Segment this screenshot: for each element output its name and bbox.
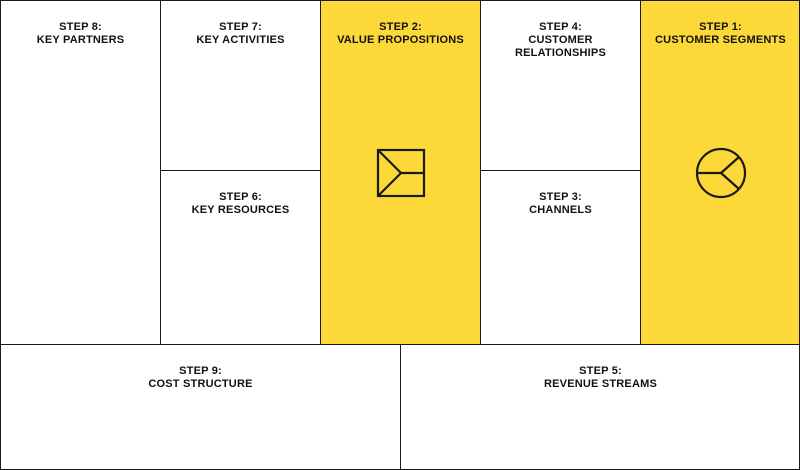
block-title: REVENUE STREAMS: [543, 378, 658, 390]
block-title: VALUE PROPOSITIONS: [337, 34, 464, 46]
block-key-resources: STEP 6: KEY RESOURCES: [160, 170, 320, 344]
block-title: COST STRUCTURE: [148, 378, 253, 390]
block-channels: STEP 3: CHANNELS: [480, 170, 640, 344]
pie-chart-icon: [695, 147, 746, 198]
step-number: STEP 3:: [539, 191, 582, 203]
block-label: STEP 2: VALUE PROPOSITIONS: [321, 21, 480, 47]
block-key-activities: STEP 7: KEY ACTIVITIES: [160, 0, 320, 170]
block-title: KEY PARTNERS: [36, 34, 125, 46]
block-label: STEP 9: COST STRUCTURE: [1, 365, 400, 391]
canvas-border-bottom: [0, 468, 800, 470]
block-title: KEY RESOURCES: [191, 204, 290, 216]
block-label: STEP 1: CUSTOMER SEGMENTS: [641, 21, 800, 47]
block-title: RELATIONSHIPS: [514, 47, 606, 59]
block-customer-segments: STEP 1: CUSTOMER SEGMENTS: [640, 0, 800, 344]
block-title: KEY ACTIVITIES: [196, 34, 285, 46]
block-title: CHANNELS: [529, 204, 592, 216]
block-label: STEP 4: CUSTOMER RELATIONSHIPS: [481, 21, 640, 60]
block-label: STEP 8: KEY PARTNERS: [1, 21, 160, 47]
block-title: CUSTOMER: [528, 34, 593, 46]
step-number: STEP 7:: [219, 21, 262, 33]
block-key-partners: STEP 8: KEY PARTNERS: [0, 0, 160, 344]
gift-box-icon: [376, 148, 425, 197]
block-label: STEP 5: REVENUE STREAMS: [401, 365, 800, 391]
step-number: STEP 6:: [219, 191, 262, 203]
step-number: STEP 9:: [179, 365, 222, 377]
block-label: STEP 3: CHANNELS: [481, 191, 640, 217]
block-label: STEP 6: KEY RESOURCES: [161, 191, 320, 217]
step-number: STEP 4:: [539, 21, 582, 33]
step-number: STEP 1:: [699, 21, 742, 33]
block-title: CUSTOMER SEGMENTS: [655, 34, 786, 46]
step-number: STEP 2:: [379, 21, 422, 33]
canvas-border-right: [798, 0, 800, 470]
block-revenue-streams: STEP 5: REVENUE STREAMS: [400, 344, 800, 470]
step-number: STEP 5:: [579, 365, 622, 377]
block-cost-structure: STEP 9: COST STRUCTURE: [0, 344, 400, 470]
block-value-propositions: STEP 2: VALUE PROPOSITIONS: [320, 0, 480, 344]
step-number: STEP 8:: [59, 21, 102, 33]
block-label: STEP 7: KEY ACTIVITIES: [161, 21, 320, 47]
block-customer-relationships: STEP 4: CUSTOMER RELATIONSHIPS: [480, 0, 640, 170]
